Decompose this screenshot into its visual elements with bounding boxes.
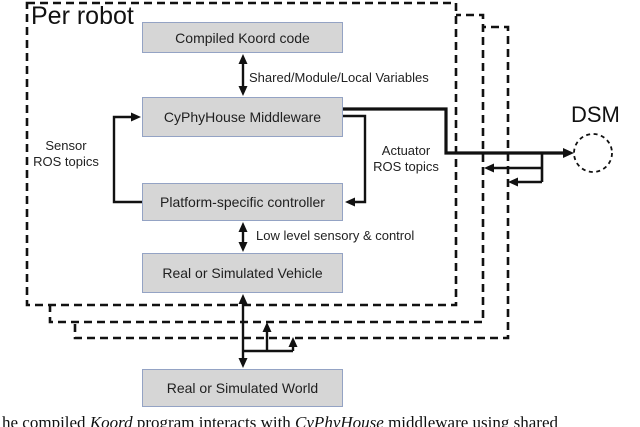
node-label: CyPhyHouse Middleware xyxy=(163,109,322,125)
arrow-middleware-to-dsm xyxy=(343,107,574,158)
sensor-label-line1: Sensor xyxy=(45,138,87,153)
sensor-label-line2: ROS topics xyxy=(33,154,99,169)
arrow-shared-variables xyxy=(238,54,248,96)
node-real-or-simulated-world: Real or Simulated World xyxy=(142,369,343,407)
low-level-label: Low level sensory & control xyxy=(256,228,415,243)
arrow-dsm-returns xyxy=(484,153,544,187)
actuator-ros-topics-label: Actuator ROS topics xyxy=(365,143,447,175)
arrow-low-level xyxy=(238,222,248,252)
node-label: Real or Simulated Vehicle xyxy=(162,265,323,281)
node-label: Platform-specific controller xyxy=(160,194,325,210)
sensor-ros-topics-label: Sensor ROS topics xyxy=(22,138,110,170)
node-label: Real or Simulated World xyxy=(166,380,319,396)
figure-caption: he compiled Koord program interacts with… xyxy=(2,412,638,427)
node-real-or-simulated-vehicle: Real or Simulated Vehicle xyxy=(142,253,343,293)
dsm-label: DSM xyxy=(571,102,620,127)
per-robot-label: Per robot xyxy=(31,2,134,30)
node-cyphyhouse-middleware: CyPhyHouse Middleware xyxy=(142,97,343,137)
node-platform-specific-controller: Platform-specific controller xyxy=(142,183,343,221)
actuator-label-line1: Actuator xyxy=(381,143,431,158)
caption-koord-italic: Koord xyxy=(89,413,133,427)
arrow-sensor-ros-topics xyxy=(112,112,142,204)
actuator-label-line2: ROS topics xyxy=(373,159,439,174)
arrow-actuator-ros-topics xyxy=(343,114,367,207)
caption-text: program interacts with xyxy=(132,413,296,427)
shared-variables-label: Shared/Module/Local Variables xyxy=(249,70,429,85)
caption-text: middleware using shared xyxy=(383,413,559,427)
node-label: Compiled Koord code xyxy=(175,29,310,46)
arrow-vehicle-world xyxy=(238,294,298,368)
caption-cyphyhouse-italic: CyPhyHouse xyxy=(295,413,384,427)
dsm-circle xyxy=(573,133,613,173)
node-compiled-koord-code: Compiled Koord code xyxy=(142,22,343,53)
caption-text: he compiled xyxy=(2,413,90,427)
